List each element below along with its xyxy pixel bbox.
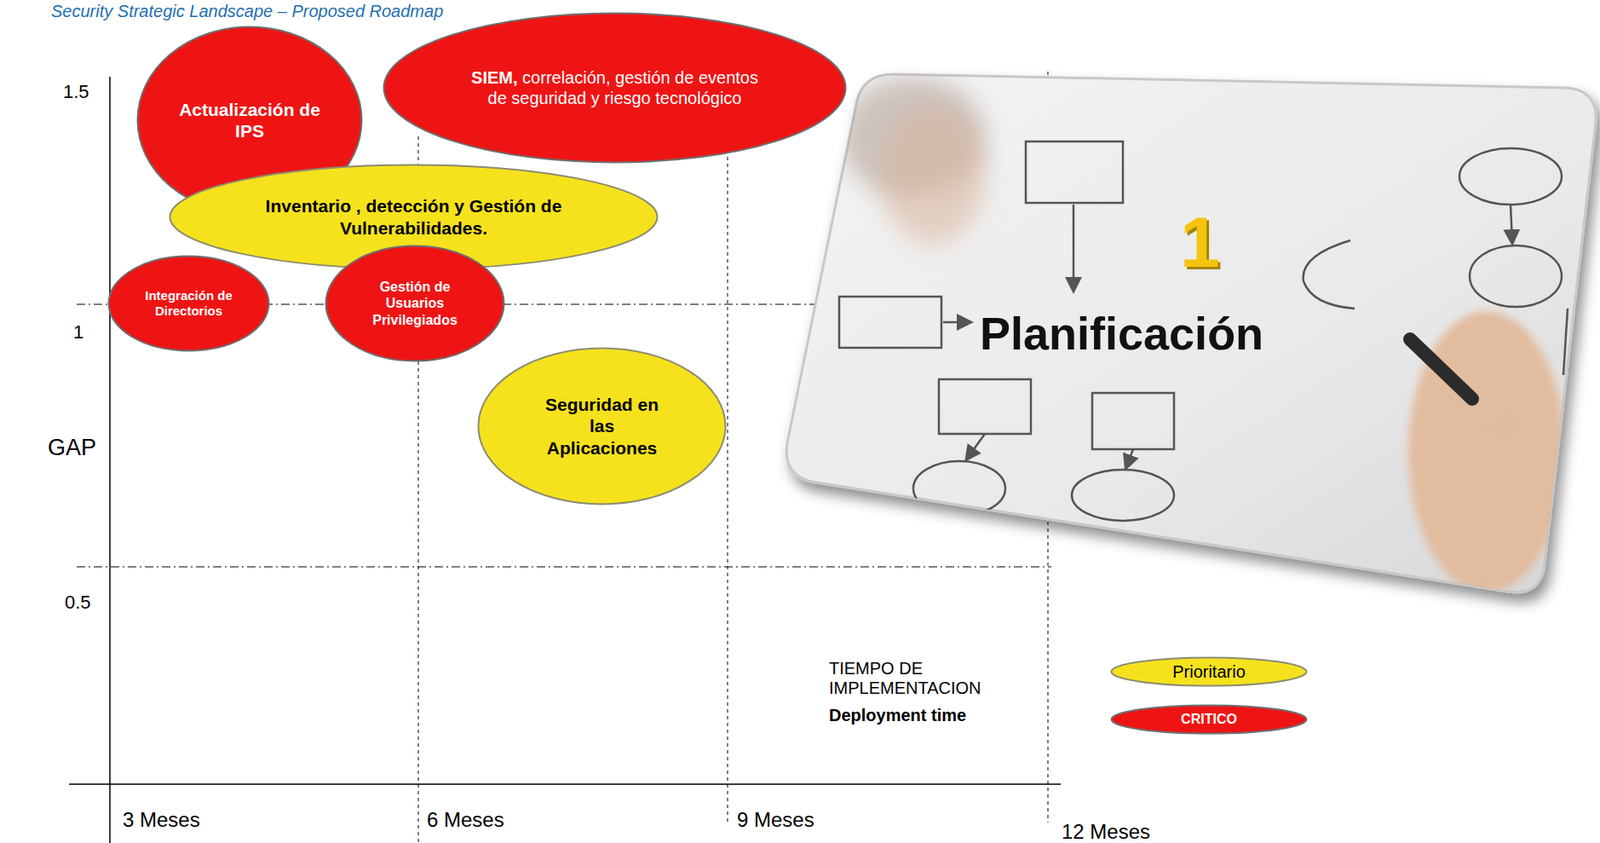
grid-line — [76, 566, 1052, 568]
node-label: Inventario , detección y Gestión de Vuln… — [256, 195, 572, 238]
ellipse-outline — [382, 11, 847, 164]
node-label: correlación, gestión de eventos de segur… — [488, 68, 759, 108]
axis-tick: 6 Meses — [426, 807, 505, 832]
critical-ellipse: Gestión de Usuarios Privilegiados — [324, 244, 506, 363]
axis-tick: 1 — [73, 321, 84, 343]
y-axis — [109, 76, 111, 843]
critical-ellipse: Integración de Directorios — [107, 254, 271, 352]
node-label: SIEM, — [471, 68, 518, 87]
legend-item: CRITICO — [1110, 703, 1308, 735]
node-text: Actualización de IPS — [171, 98, 329, 142]
legend-item: Prioritario — [1110, 656, 1308, 687]
ellipse-shape — [326, 246, 505, 362]
node-label: Gestión de Usuarios Privilegiados — [357, 278, 472, 329]
hand-shape — [1408, 310, 1566, 593]
axis-tick: 1.5 — [63, 80, 90, 103]
node-label: Seguridad en las Aplicaciones — [534, 393, 671, 459]
axis-title: GAP — [47, 434, 97, 461]
priority-ellipse: Seguridad en las Aplicaciones — [477, 346, 727, 506]
node-text: SIEM,correlación, gestión de eventos de … — [467, 67, 762, 109]
ellipse-shape — [478, 348, 726, 505]
legend-text: Prioritario — [1172, 661, 1246, 682]
photo-card — [786, 74, 1596, 593]
node-label: Actualización de IPS — [171, 98, 329, 142]
axis-title: TIEMPO DE IMPLEMENTACION — [828, 658, 1034, 698]
x-axis — [69, 782, 1061, 785]
grid-line — [727, 136, 729, 823]
node-text: Seguridad en las Aplicaciones — [534, 393, 671, 459]
axis-tick: 0.5 — [64, 591, 92, 613]
marker-pen — [1410, 339, 1473, 399]
page-title: Security Strategic Landscape – Proposed … — [51, 1, 444, 22]
flowchart-sketch — [839, 141, 1568, 521]
axis-title: Deployment time — [828, 705, 967, 726]
node-text: Inventario , detección y Gestión de Vuln… — [256, 195, 572, 238]
face-blur — [880, 104, 986, 245]
planning-photo — [786, 74, 1596, 593]
node-text: Integración de Directorios — [141, 287, 237, 319]
picture-caption: Planificación — [979, 306, 1264, 360]
node-label: Integración de Directorios — [141, 287, 237, 319]
ellipse-shape — [384, 13, 847, 163]
step-number: 1 — [1179, 201, 1221, 284]
axis-tick: 12 Meses — [1061, 819, 1151, 843]
critical-ellipse: SIEM,correlación, gestión de eventos de … — [382, 11, 847, 164]
axis-tick: 9 Meses — [736, 807, 815, 832]
legend-text: CRITICO — [1180, 711, 1238, 727]
node-text: Gestión de Usuarios Privilegiados — [357, 278, 472, 329]
axis-tick: 3 Meses — [122, 807, 201, 832]
ellipse-shape — [109, 256, 270, 352]
legend-swatch — [1111, 705, 1307, 734]
legend-swatch — [1111, 657, 1307, 686]
